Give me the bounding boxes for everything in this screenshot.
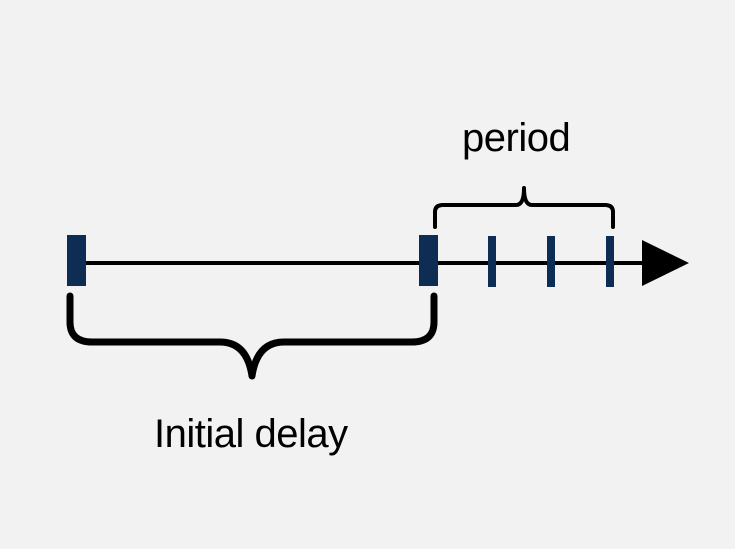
period-label: period (462, 116, 571, 160)
first-execution-marker (419, 235, 438, 286)
periodic-tick (547, 236, 555, 287)
period-brace (433, 186, 615, 229)
timeline-arrowhead (642, 240, 689, 286)
periodic-tick (606, 236, 614, 287)
initial-delay-brace (66, 292, 438, 380)
start-marker (67, 235, 86, 286)
periodic-tick (488, 236, 496, 287)
initial-delay-label: Initial delay (154, 412, 348, 456)
